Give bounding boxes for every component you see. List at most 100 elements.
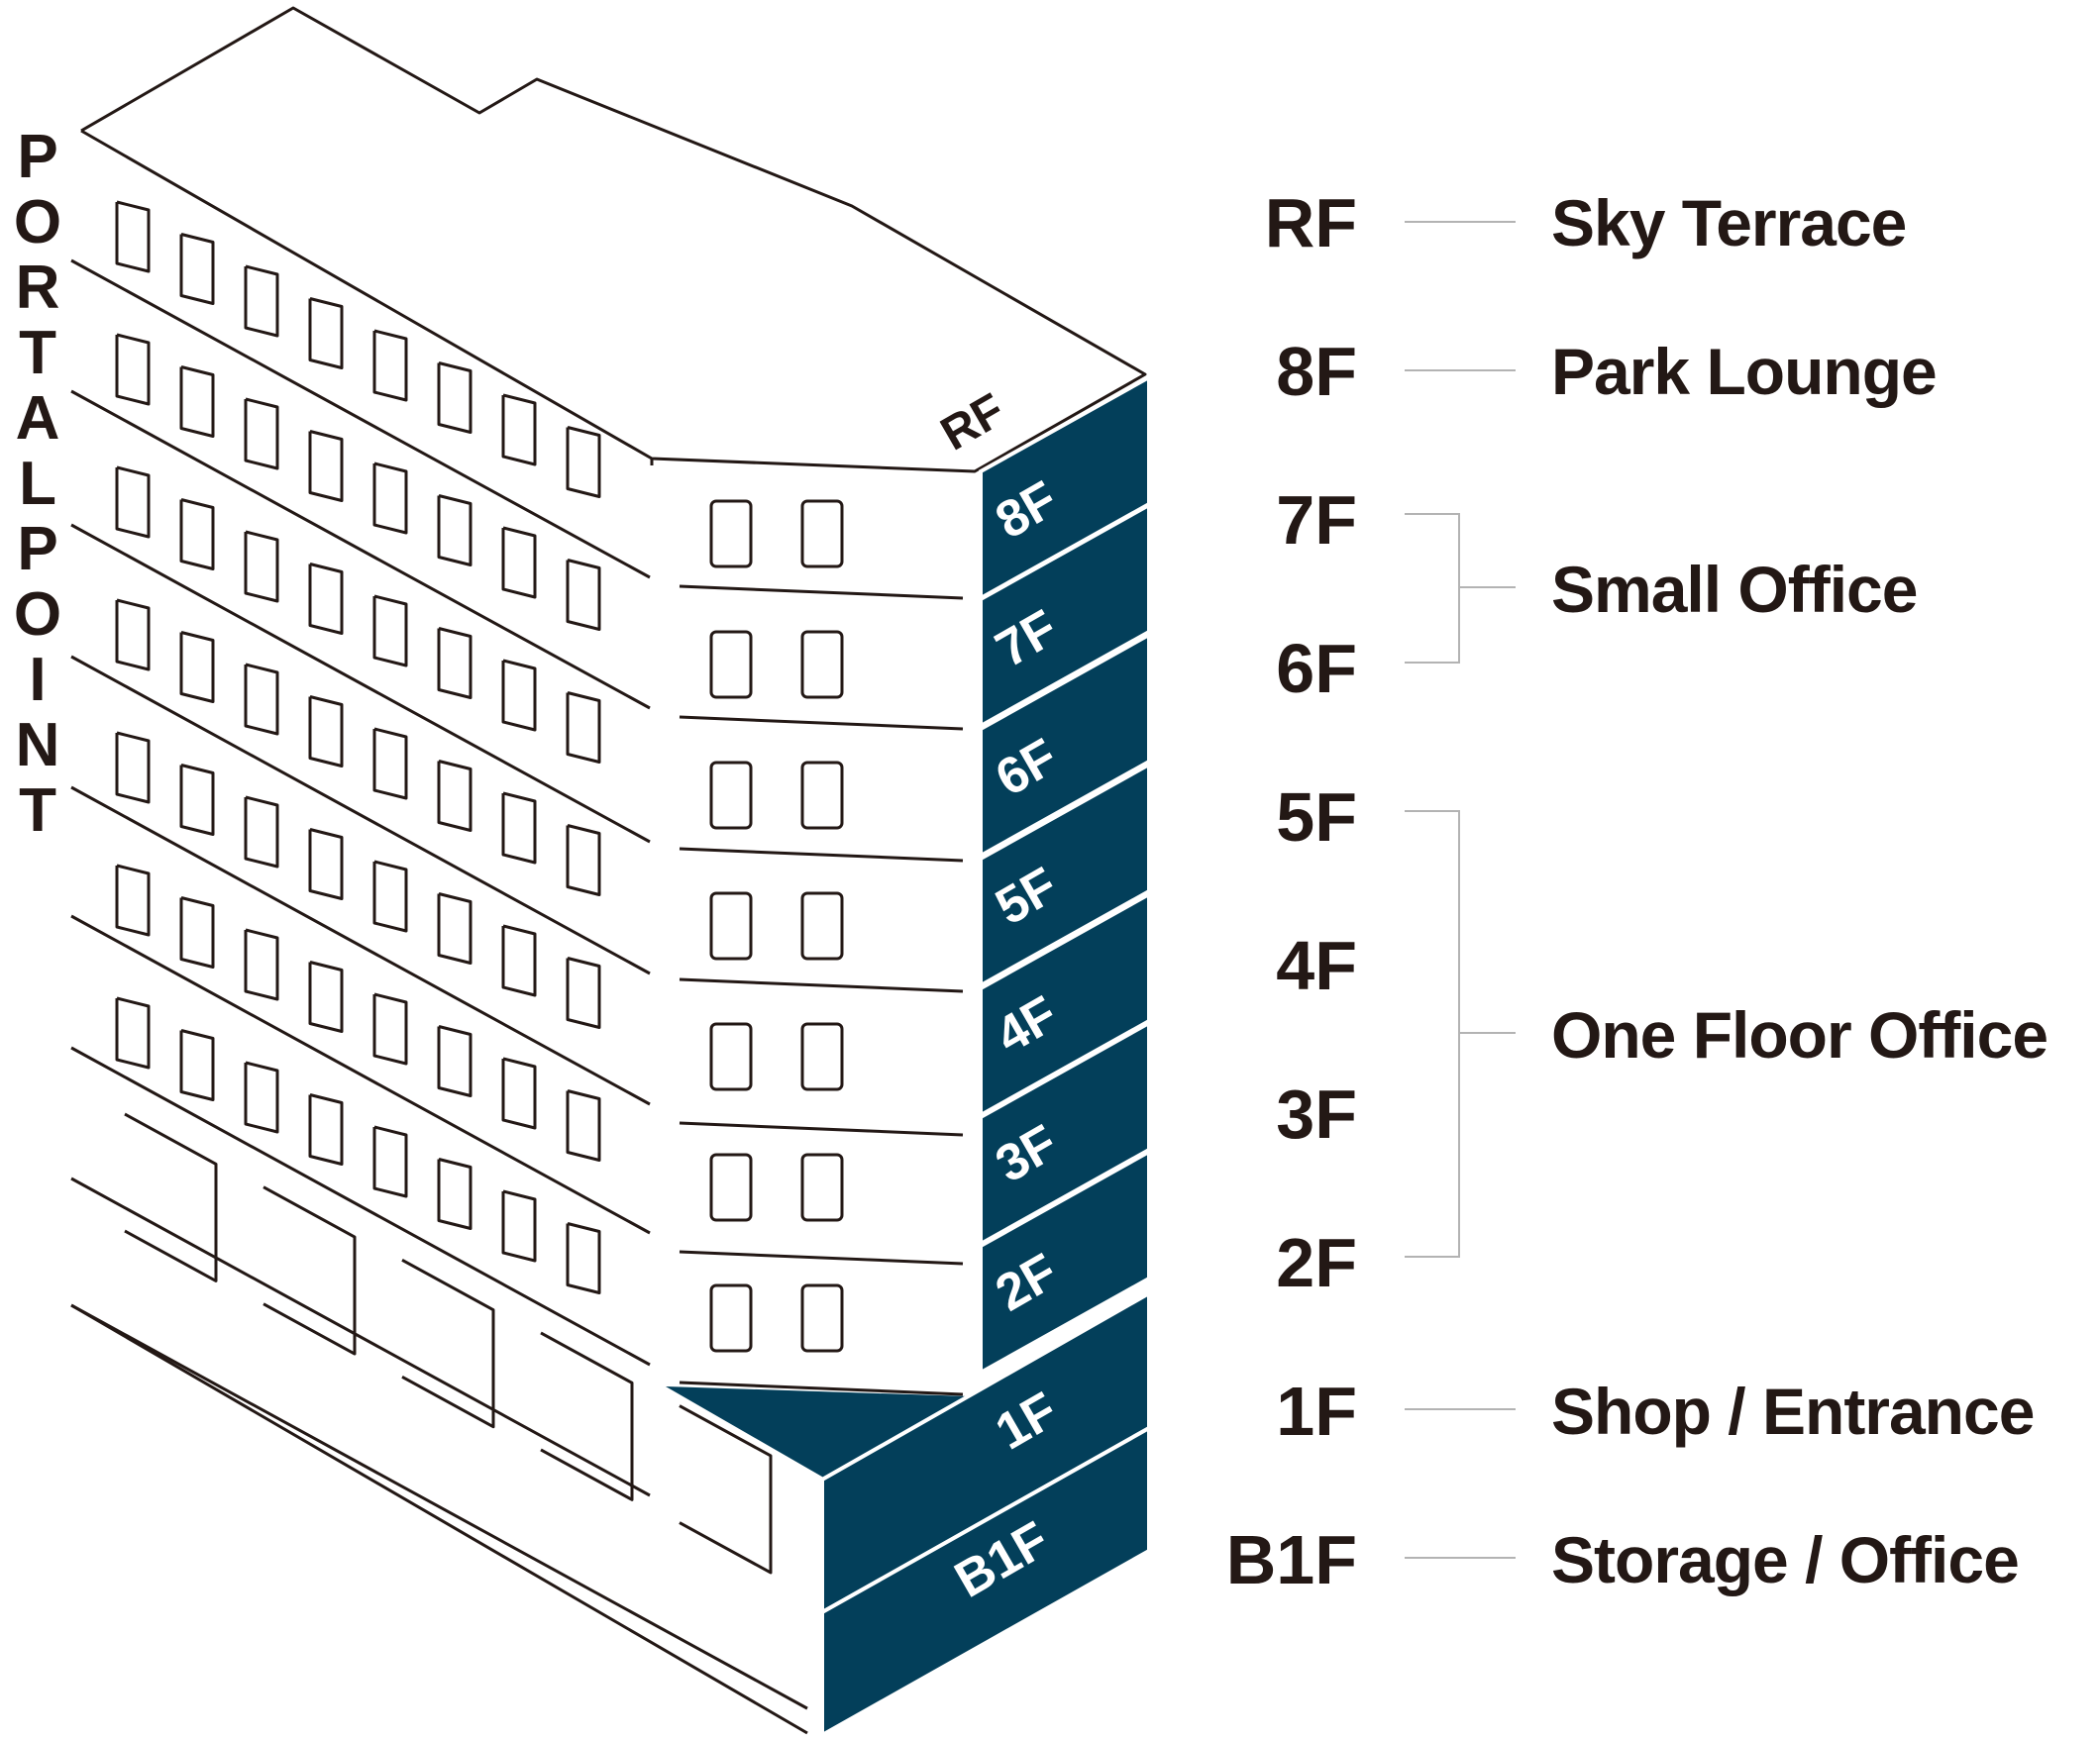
window-icon: [308, 828, 344, 900]
floor-code-7f: 7F: [1276, 481, 1357, 559]
window-icon: [308, 1093, 344, 1166]
floor-code-2f: 2F: [1276, 1224, 1357, 1301]
shopfront-icon: [679, 1404, 773, 1575]
window-icon: [115, 731, 151, 804]
floor-band: [979, 631, 1151, 860]
window-icon: [800, 630, 844, 699]
window-icon: [709, 1283, 753, 1353]
window-icon: [372, 461, 408, 535]
floor-code-6f: 6F: [1276, 630, 1357, 707]
window-icon: [709, 630, 753, 699]
title-letter: R: [15, 254, 60, 322]
inner-floor-line: [679, 1250, 964, 1266]
lobby-shadow: [666, 1386, 971, 1480]
window-icon: [800, 761, 844, 830]
window-icon: [437, 892, 472, 965]
window-icon: [244, 1061, 279, 1134]
window-icon: [437, 361, 472, 434]
title-letter: P: [17, 515, 58, 583]
window-icon: [501, 924, 537, 997]
floor-use-small-office: Small Office: [1551, 553, 1918, 626]
window-icon: [179, 498, 215, 570]
title-letter: O: [13, 188, 62, 256]
shopfront-icon: [124, 1112, 218, 1282]
window-icon: [437, 1158, 472, 1230]
window-icon: [179, 764, 215, 836]
window-icon: [179, 233, 215, 305]
inner-floor-line: [679, 715, 964, 731]
facade-floor-line: [70, 1046, 651, 1367]
window-icon: [709, 499, 753, 568]
window-icon: [244, 264, 279, 338]
floor-code-5f: 5F: [1276, 778, 1357, 856]
window-icon: [501, 659, 537, 732]
window-icon: [115, 598, 151, 671]
facade-floor-line: [70, 785, 651, 1106]
inner-floor-line: [679, 1381, 964, 1396]
window-icon: [179, 896, 215, 969]
title-letter: I: [29, 646, 47, 714]
window-icon: [566, 559, 601, 631]
window-icon: [115, 864, 151, 937]
floor-use-one-floor-office: One Floor Office: [1551, 998, 2048, 1072]
window-icon: [308, 430, 344, 502]
floor-code-3f: 3F: [1276, 1075, 1357, 1153]
inner-floor-line: [679, 1121, 964, 1137]
floor-code-rf: RF: [1264, 184, 1357, 261]
window-icon: [115, 333, 151, 406]
title-letter: O: [13, 580, 62, 649]
title-letter: L: [19, 450, 56, 518]
window-icon: [800, 1153, 844, 1222]
floor-use-storage-office: Storage / Office: [1551, 1523, 2020, 1596]
window-icon: [308, 297, 344, 369]
window-icon: [437, 760, 472, 832]
leader-line-rf: [1405, 221, 1516, 223]
bracket-one-floor-office-stem: [1460, 1032, 1516, 1034]
window-icon: [372, 329, 408, 402]
base-line: [70, 1303, 808, 1735]
window-icon: [308, 961, 344, 1033]
window-icon: [709, 761, 753, 830]
window-icon: [179, 1029, 215, 1101]
window-icon: [179, 631, 215, 703]
window-icon: [179, 365, 215, 438]
window-icon: [566, 1089, 601, 1162]
window-icon: [244, 928, 279, 1001]
inner-floor-line: [679, 584, 964, 600]
inner-floor-line: [679, 977, 964, 993]
window-icon: [437, 627, 472, 699]
inner-floor-line: [679, 847, 964, 863]
floor-code-1f: 1F: [1276, 1373, 1357, 1450]
floor-use-sky-terrace: Sky Terrace: [1551, 186, 1907, 259]
facade-floor-line: [70, 258, 651, 579]
window-icon: [566, 691, 601, 764]
leader-line-8f: [1405, 369, 1516, 371]
leader-line-b1f: [1405, 1557, 1516, 1559]
window-icon: [115, 200, 151, 273]
window-icon: [372, 594, 408, 667]
window-icon: [800, 1283, 844, 1353]
window-icon: [800, 499, 844, 568]
facade-floor-line: [70, 1303, 808, 1710]
window-icon: [566, 957, 601, 1029]
window-icon: [115, 465, 151, 539]
window-icon: [437, 1025, 472, 1097]
shopfront-icon: [540, 1331, 634, 1501]
title-letter: N: [15, 711, 60, 779]
floor-code-b1f: B1F: [1225, 1521, 1357, 1598]
window-icon: [437, 494, 472, 566]
floor-band: [979, 501, 1151, 730]
floor-band: [979, 1148, 1151, 1377]
window-icon: [308, 695, 344, 768]
floor-code-4f: 4F: [1276, 927, 1357, 1004]
facade-floor-line: [70, 914, 651, 1235]
facade-floor-line: [70, 389, 651, 710]
shopfront-icon: [262, 1185, 357, 1356]
facade-floor-line: [70, 1177, 651, 1497]
bracket-small-office: [1405, 513, 1460, 664]
bracket-one-floor-office: [1405, 810, 1460, 1258]
title-letter: A: [15, 384, 60, 453]
window-icon: [800, 891, 844, 961]
